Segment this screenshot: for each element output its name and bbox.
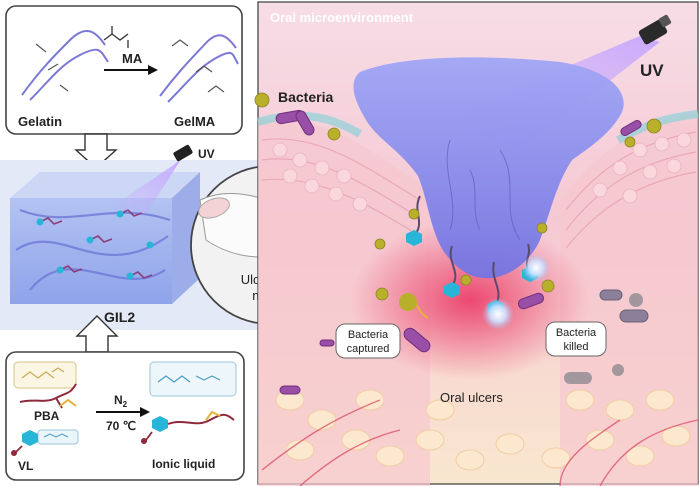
reaction-arrowhead-bottom (140, 407, 150, 417)
oral-microenvironment-panel: Oral microenvironment UV Bacteria Bacter… (254, 1, 699, 486)
gelatin-synthesis-box: MA Gelatin GelMA (5, 5, 243, 135)
gelma-structure (159, 34, 239, 103)
pba-label: PBA (34, 409, 60, 423)
uv-beam-gel (110, 158, 182, 214)
uv-label-panel: UV (640, 61, 664, 80)
bacteria-label: Bacteria (278, 89, 333, 105)
uv-label-gel: UV (198, 147, 215, 161)
gil2-label: GIL2 (104, 309, 135, 325)
hydrogel-plug (353, 57, 624, 279)
bacteria-cocci (254, 92, 662, 301)
ma-molecule (103, 26, 129, 48)
ionic-liquid-synthesis-box: PBA VL N2 70 ℃ Ionic liquid (5, 351, 245, 481)
bacteria-captured-callout: Bacteria captured (335, 323, 401, 359)
reagent-ma-label: MA (122, 51, 143, 66)
gelatin-label: Gelatin (18, 114, 62, 129)
down-arrow-top (74, 133, 118, 169)
captured-line2: captured (347, 343, 390, 355)
vl-label: VL (18, 459, 33, 473)
condition-gas: N2 (114, 393, 128, 409)
reaction-arrowhead-top (148, 65, 158, 75)
gelma-label: GelMA (174, 114, 216, 129)
oral-ulcers-label: Oral ulcers (440, 390, 503, 405)
uv-lamp-panel (638, 14, 672, 45)
hydrogel-cube (10, 172, 200, 304)
condition-temp: 70 ℃ (106, 419, 136, 433)
bacteria-killed-callout: Bacteria killed (545, 321, 607, 357)
killed-line1: Bacteria (556, 327, 597, 339)
gelatin-structure (21, 30, 109, 101)
uv-lamp-gel (173, 144, 193, 162)
captured-line1: Bacteria (348, 329, 389, 341)
ionic-liquid-label: Ionic liquid (152, 457, 215, 471)
killed-line2: killed (563, 341, 588, 353)
up-arrow-bottom (75, 315, 119, 353)
oral-panel-title: Oral microenvironment (270, 10, 414, 25)
